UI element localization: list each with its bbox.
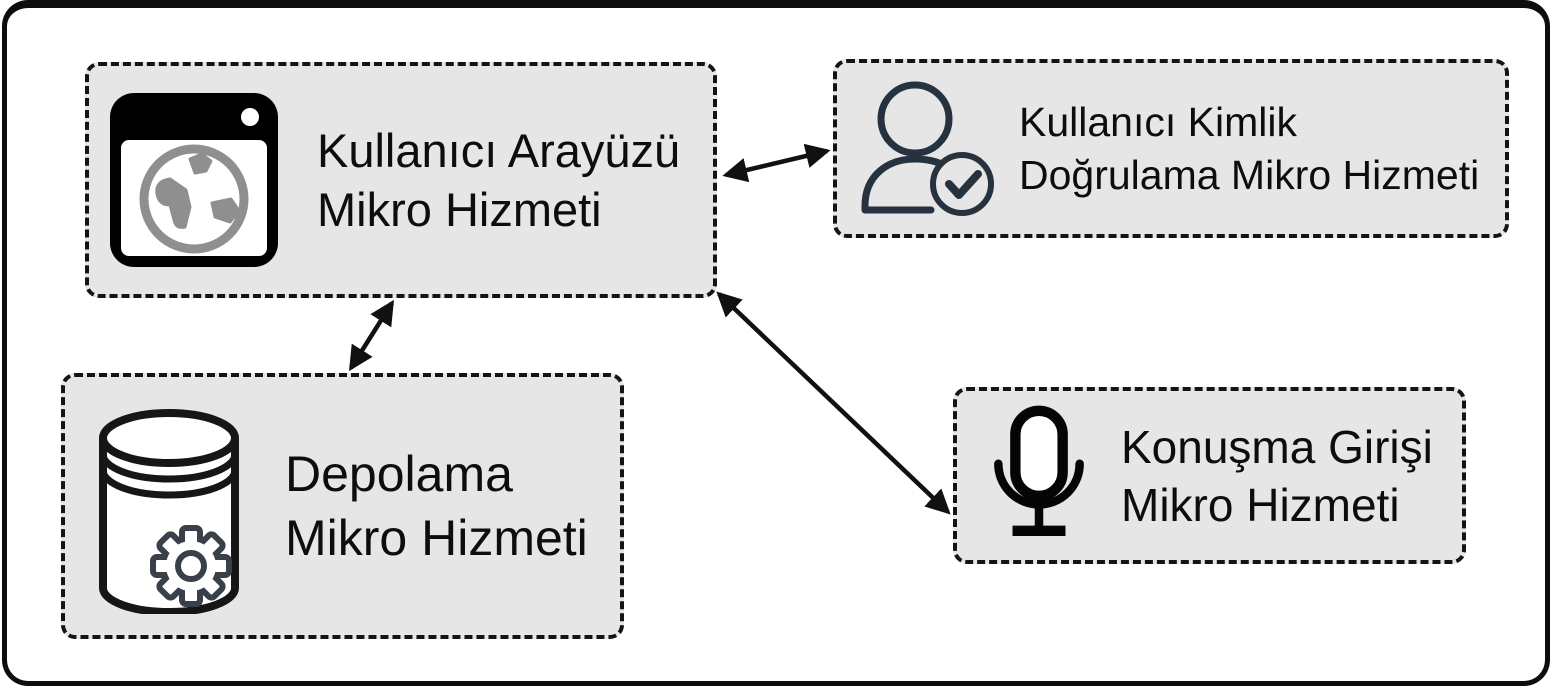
label-line: Konuşma Girişi — [1121, 420, 1433, 473]
database-gear-icon — [99, 409, 239, 614]
microphone-icon — [994, 405, 1084, 536]
node-label-storage: Depolama Mikro Hizmeti — [285, 442, 588, 570]
label-line: Doğrulama Mikro Hizmeti — [1019, 151, 1480, 198]
node-ui-microservice: Kullanıcı Arayüzü Mikro Hizmeti — [85, 62, 717, 298]
node-speech-microservice: Konuşma Girişi Mikro Hizmeti — [953, 387, 1466, 564]
node-auth-microservice: Kullanıcı Kimlik Doğrulama Mikro Hizmeti — [833, 59, 1509, 238]
label-line: Kullanıcı Kimlik — [1019, 98, 1297, 145]
browser-globe-icon — [110, 93, 278, 267]
node-label-speech: Konuşma Girişi Mikro Hizmeti — [1121, 418, 1433, 534]
node-label-auth: Kullanıcı Kimlik Doğrulama Mikro Hizmeti — [1019, 96, 1479, 202]
label-line: Mikro Hizmeti — [317, 183, 602, 236]
label-line: Kullanıcı Arayüzü — [317, 124, 681, 177]
node-label-ui: Kullanıcı Arayüzü Mikro Hizmeti — [317, 121, 680, 239]
label-line: Mikro Hizmeti — [1121, 478, 1400, 531]
node-storage-microservice: Depolama Mikro Hizmeti — [61, 373, 624, 639]
user-check-icon — [861, 81, 994, 216]
label-line: Depolama — [285, 446, 513, 502]
label-line: Mikro Hizmeti — [285, 510, 588, 566]
